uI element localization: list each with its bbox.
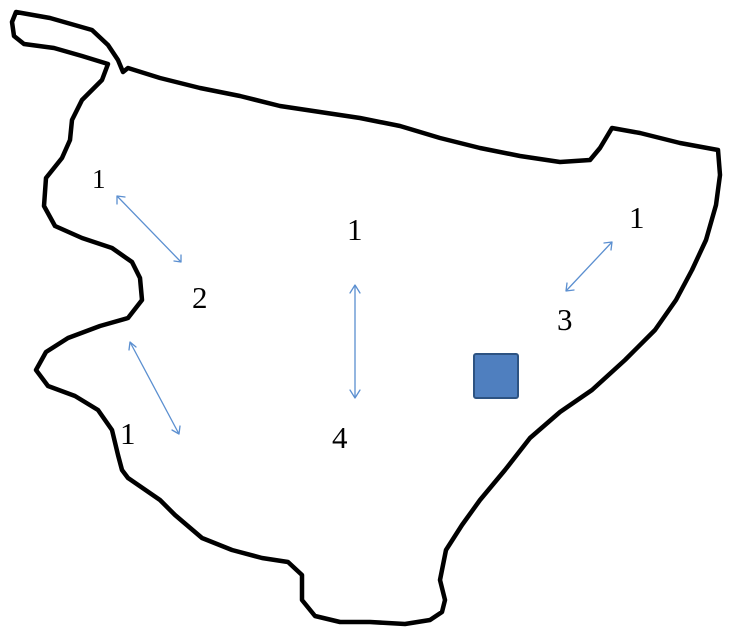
label-center-bottom: 4 [332, 420, 348, 455]
label-left-top: 1 [92, 164, 106, 194]
double-headed-arrow-left-top [116, 195, 182, 263]
label-right-top: 1 [629, 200, 645, 235]
label-right-mid: 3 [557, 302, 573, 337]
double-headed-arrow-right [565, 241, 613, 292]
square-marker [473, 353, 519, 399]
double-headed-arrow-center [349, 284, 361, 399]
label-center-top: 1 [347, 212, 363, 247]
region-outline [9, 9, 723, 627]
label-left-bottom: 1 [120, 416, 136, 451]
label-left-mid: 2 [192, 280, 208, 315]
double-headed-arrow-left-bottom [128, 341, 181, 435]
